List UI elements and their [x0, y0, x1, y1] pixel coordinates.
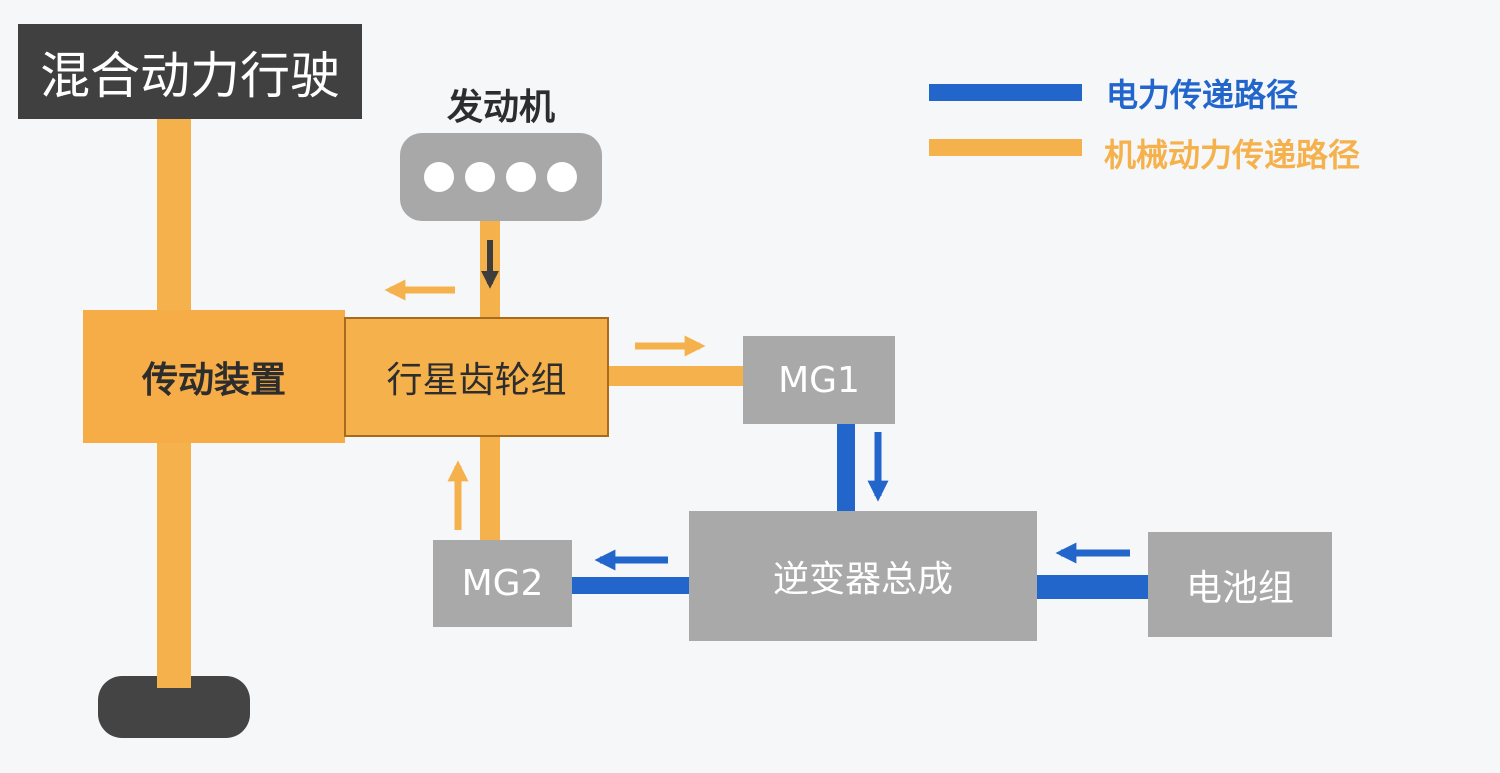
transmission-box	[83, 310, 345, 443]
transmission-label: 传动装置	[141, 359, 286, 401]
diagram-title: 混合动力行驶	[18, 24, 362, 119]
mg1-label: MG1	[778, 359, 860, 401]
legend-electric-label: 电力传递路径	[1106, 76, 1299, 114]
cylinder-4-icon	[547, 162, 577, 192]
legend-mechanical-label: 机械动力传递路径	[1104, 136, 1361, 174]
cylinder-1-icon	[424, 162, 454, 192]
mg1-to-inverter-link	[837, 423, 855, 513]
planetary-to-mg1-shaft	[608, 366, 745, 386]
planetary-gear-label: 行星齿轮组	[386, 360, 567, 401]
battery-box	[1148, 532, 1332, 637]
battery-to-inverter-link	[1036, 575, 1149, 599]
engine-block	[400, 133, 602, 221]
inverter-to-mg2-link	[572, 577, 690, 594]
inverter-box	[689, 511, 1037, 641]
cylinder-3-icon	[506, 162, 536, 192]
mg1-box	[743, 336, 895, 424]
mg2-label: MG2	[461, 563, 544, 604]
battery-label: 电池组	[1185, 567, 1294, 609]
mg2-box	[433, 540, 572, 627]
legend-mechanical-swatch	[929, 139, 1082, 156]
legend-electric-swatch	[929, 84, 1082, 101]
mg2-to-planetary-shaft	[480, 436, 500, 542]
planetary-gear-box	[344, 317, 609, 437]
inverter-label: 逆变器总成	[772, 559, 953, 600]
engine-label: 发动机	[446, 87, 555, 128]
cylinder-2-icon	[465, 162, 495, 192]
bottom-wheel	[98, 676, 250, 738]
